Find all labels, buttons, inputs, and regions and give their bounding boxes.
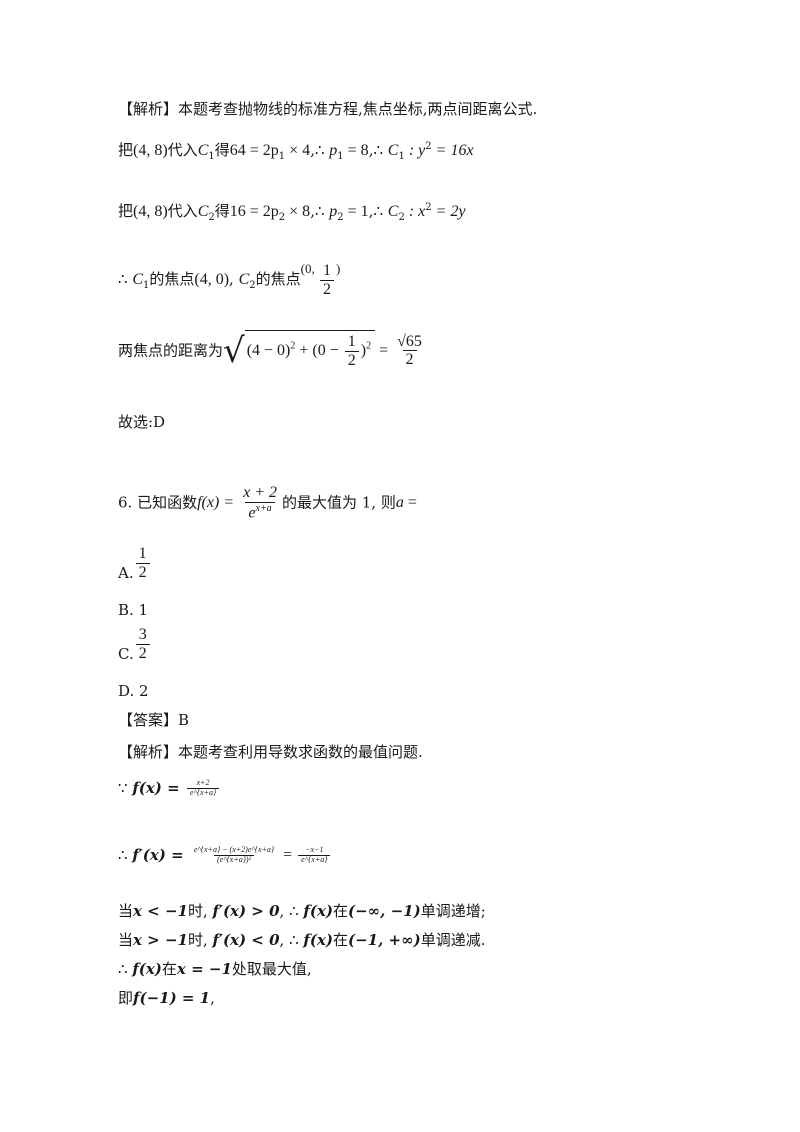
option-b: B. 1	[118, 601, 149, 619]
analysis-choice: 故选:D	[118, 413, 166, 431]
option-d: D. 2	[118, 682, 149, 700]
analysis2-line-4: 当x > −1时, f′(x) < 0, ∴ f(x)在(−1, +∞)单调递减…	[118, 931, 486, 949]
analysis2-line-3: 当x < −1时, f′(x) > 0, ∴ f(x)在(−∞, −1)单调递增…	[118, 902, 486, 920]
analysis-line-1: 把(4, 8)代入C1得64 = 2p1 × 4,∴ p1 = 8,∴ C1 :…	[118, 141, 474, 162]
answer-line: 【答案】B	[118, 711, 190, 729]
analysis2-line-6: 即f(−1) = 1,	[118, 989, 215, 1007]
sqrt-sign: √	[223, 330, 245, 371]
analysis2-line-2: ∴ f′(x) = e^{x+a} − (x+2)e^{x+a}(e^{x+a}…	[118, 845, 332, 865]
analysis-heading-2: 【解析】本题考查利用导数求函数的最值问题.	[118, 743, 423, 761]
analysis-line-2: 把(4, 8)代入C2得16 = 2p2 × 8,∴ p2 = 1,∴ C2 :…	[118, 202, 466, 223]
analysis-heading-1: 【解析】本题考查抛物线的标准方程,焦点坐标,两点间距离公式.	[118, 100, 538, 118]
analysis2-line-5: ∴ f(x)在x = −1处取最大值,	[118, 960, 312, 978]
fraction-derivative: e^{x+a} − (x+2)e^{x+a}(e^{x+a})²	[193, 845, 275, 864]
